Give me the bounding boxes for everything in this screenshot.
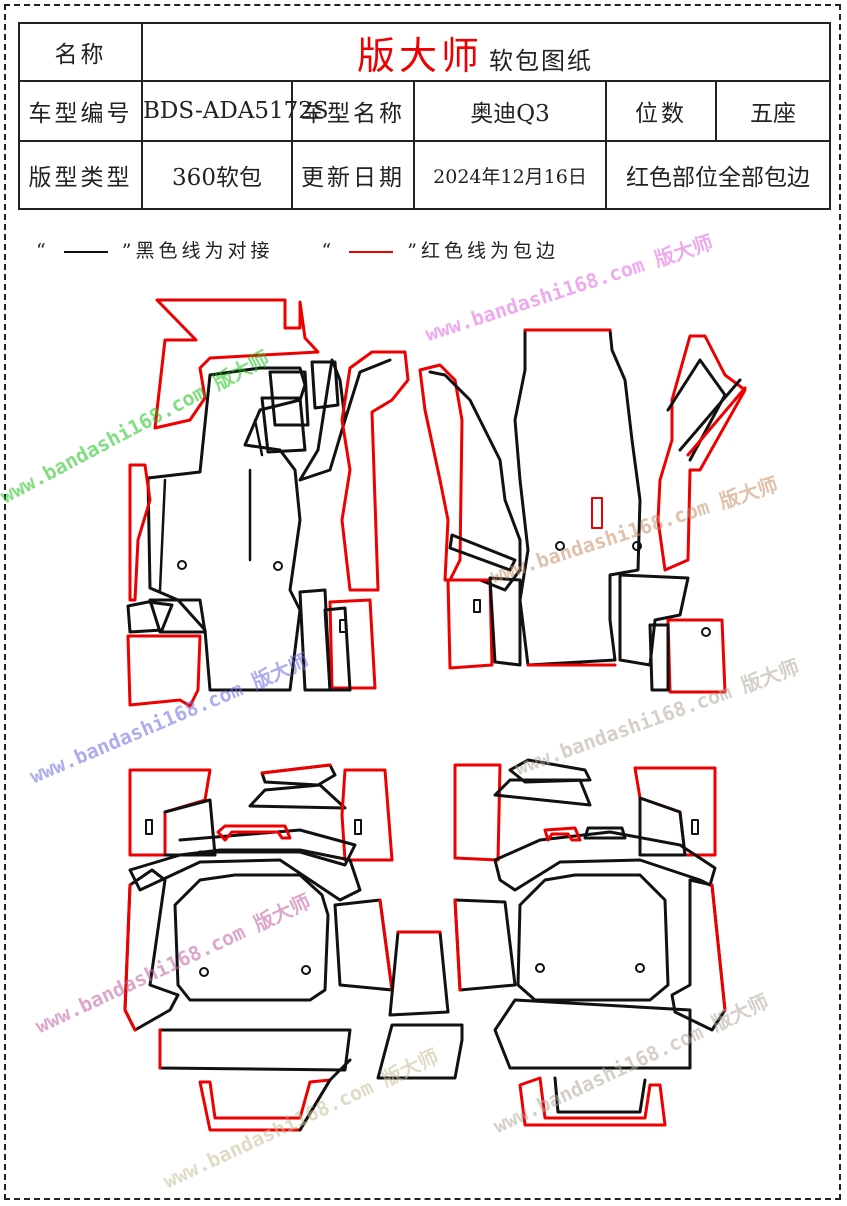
front-right-lower-3 [488,576,522,667]
front-right-strip [678,378,742,452]
front-right-center-panel [513,328,642,667]
legend-red-text: 红色线为包边 [420,240,559,262]
doc-type: 软包图纸 [489,46,594,75]
rear-right-bottom-panel [518,1076,667,1127]
rear-right-lower-panel [493,998,692,1070]
tunnel-inner [343,358,392,422]
rear-tunnel-group [376,930,464,1080]
rear-left-outer-red [123,883,137,1032]
rear-left-center-mat [173,873,330,1002]
front-left-main-edge [128,463,152,602]
front-right-side-wall [418,363,464,582]
rear-right-side-black [638,796,687,857]
front-left-side-2 [328,598,377,690]
rear-left-bottom-black [298,1058,352,1132]
rear-left-right-panel [340,768,394,862]
front-right-right-edge [656,334,747,572]
pattern-type: 360软包 [141,140,293,210]
model-name: 奥迪Q3 [413,80,607,142]
rear-left-mat-group [123,763,394,1132]
edge-note: 红色部位全部包边 [604,140,832,210]
rear-right-handle-2 [583,826,627,840]
pattern-type-label: 版型类型 [18,140,143,210]
pedal-pad-3 [310,360,340,410]
title-cell: 版大师软包图纸 [140,22,832,82]
legend-black-line [63,251,108,253]
front-left-mat-group [126,298,410,708]
pedal-pad-2 [268,370,310,427]
legend-black-text: 黑色线为对接 [135,240,274,262]
footrest-top-piece [153,298,320,430]
front-right-right-inner [666,358,727,462]
pedal-pad-1 [260,396,307,454]
page-border [4,4,841,1200]
brand-title: 版大师 [357,33,484,78]
seats-value: 五座 [714,80,832,142]
update-date: 2024年12月16日 [413,140,607,210]
rear-tunnel-bottom [376,1023,464,1080]
rear-right-mat-group [453,758,727,1127]
front-right-strip-2 [686,386,747,457]
front-left-inner-line [158,418,264,592]
front-right-lower-1 [448,533,517,572]
front-right-lower-4 [618,573,690,667]
front-right-mat-group [418,328,747,694]
rear-right-bottom-black [553,1076,647,1114]
rear-right-side-panel-left [453,763,502,862]
front-right-main-mat [428,370,522,592]
spec-table: 名称 版大师软包图纸 车型编号 BDS-ADA5172S 车型名称 奥迪Q3 位… [18,22,832,210]
rear-left-mid-strip [248,783,347,810]
legend-close-quote-2: ” [407,240,421,262]
tunnel-side-red [340,350,410,592]
front-left-main-mat [146,366,307,692]
front-left-lower-2 [126,634,202,708]
rear-left-top-strip-red [260,763,332,775]
model-name-label: 车型名称 [291,80,415,142]
rear-left-inner-red [378,898,394,992]
legend-close-quote: ” [121,240,136,262]
rear-right-handle-1 [543,826,582,842]
rear-left-lower-panel [158,1028,352,1072]
front-left-lower-1 [126,600,174,634]
front-right-lower-6 [648,623,670,692]
legend-red-line [349,251,394,253]
rear-left-inner-panel [333,898,394,992]
name-label: 名称 [18,22,143,82]
rear-left-handle [216,824,292,842]
legend-open-quote: “ [36,240,50,262]
rear-right-center-mat [516,873,670,1002]
model-code-label: 车型编号 [18,80,143,142]
rear-right-outer-red [710,883,727,1012]
legend: “”黑色线为对接 “”红色线为包边 [36,236,559,263]
legend-open-quote-2: “ [321,240,336,262]
update-label: 更新日期 [291,140,415,210]
rear-left-bottom-panel [198,1078,332,1132]
rear-right-inner-panel [453,898,517,992]
rear-right-mid-strip [493,778,592,807]
front-left-side-3 [323,606,352,692]
seats-label: 位数 [605,80,717,142]
front-right-center-red [523,328,617,667]
rear-left-arch-band [178,828,357,867]
rear-right-inner-red [453,898,462,992]
front-right-lower-2 [446,578,494,670]
rear-tunnel-top [388,930,450,1017]
front-left-lower-3 [148,598,207,634]
rear-left-side-panel [128,768,212,857]
